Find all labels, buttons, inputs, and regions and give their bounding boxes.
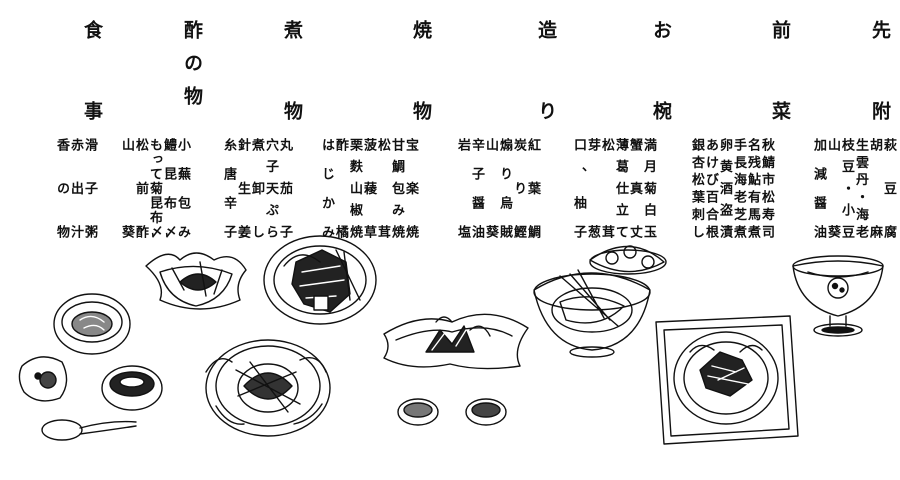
menu-item: 煽り烏賊	[497, 138, 512, 238]
menu-item: 煮卸し	[249, 138, 264, 238]
course-items-shokuji: 滑子粥 赤出汁 香の物	[54, 138, 97, 238]
course-title-sunomono: 酢の物	[181, 20, 203, 119]
menu-item: 松前酢	[133, 138, 148, 238]
menu-item: 赤出汁	[68, 138, 83, 238]
menu-item: 糸唐辛子	[221, 138, 236, 238]
menu-item: 秋鯖市松寿司	[759, 138, 774, 238]
menu-item: 岩塩	[455, 138, 470, 238]
zensai-tray-illustration	[656, 316, 798, 444]
menu-item: 胡麻	[867, 138, 882, 238]
menu-item: はじかみ	[319, 138, 334, 238]
menu-item: 薄葛仕立て	[613, 138, 628, 238]
menu-item: 香の物	[54, 138, 69, 238]
menu-item: 山葵	[119, 138, 134, 238]
menu-item: 穴子天ぷら	[263, 138, 278, 238]
menu-item: 蟹真丈	[627, 138, 642, 238]
menu-item: 山葵	[825, 138, 840, 238]
menu-item: 宝楽焼	[403, 138, 418, 238]
menu-item: 辛子醤油	[469, 138, 484, 238]
menu-item: 卵黄酒盗漬	[717, 138, 732, 238]
menu-item: 菠薐草	[361, 138, 376, 238]
menu-item: 生雲丹・海老	[853, 138, 868, 238]
menu-item: 小蕪包み	[175, 138, 190, 238]
menu-item: 銀杏松葉刺し	[689, 138, 704, 238]
menu-item: 鱧昆布〆	[161, 138, 176, 238]
menu-item: 松茸	[375, 138, 390, 238]
tsukuri-dish-illustration	[384, 314, 528, 425]
menu-item: 甘鯛包み焼	[389, 138, 404, 238]
course-title-shokuji: 食事	[81, 20, 103, 120]
menu-item: 枝豆・小豆	[839, 138, 854, 238]
menu-item: 炭り鰹	[511, 138, 526, 238]
menu-item: 松茸	[599, 138, 614, 238]
yakimono-plate-illustration	[264, 236, 376, 324]
sakizuke-glass-illustration	[793, 256, 883, 336]
course-items-sakizuke: 萩豆腐 胡麻 生雲丹・海老 枝豆・小豆 山葵 加減醤油	[811, 138, 896, 238]
menu-item: 萩豆腐	[881, 138, 896, 238]
menu-item: 針生姜	[235, 138, 250, 238]
course-title-sakizuke: 先附	[869, 20, 891, 120]
menu-item: 山葵	[483, 138, 498, 238]
course-title-tsukuri: 造り	[535, 20, 557, 120]
course-items-tsukuri: 紅葉鯛 炭り鰹 煽り烏賊 山葵 辛子醤油 岩塩	[455, 138, 540, 238]
menu-item: 加減醤油	[811, 138, 826, 238]
menu-item: 丸茄子	[277, 138, 292, 238]
menu-item: 満月菊白玉	[641, 138, 656, 238]
menu-item: 芽葱	[585, 138, 600, 238]
menu-item: 紅葉鯛	[525, 138, 540, 238]
menu-item: 名残鮎有馬煮	[745, 138, 760, 238]
course-items-nimono: 丸茄子 穴子天ぷら 煮卸し 針生姜 糸唐辛子	[221, 138, 292, 238]
menu-item: 酢橘	[333, 138, 348, 238]
course-title-owan: お椀	[650, 20, 672, 120]
course-title-nimono: 煮物	[281, 20, 303, 120]
menu-item: もって菊昆布〆	[147, 138, 162, 238]
owan-bowl-illustration	[534, 246, 666, 357]
course-items-owan: 満月菊白玉 蟹真丈 薄葛仕立て 松茸 芽葱 口、柚子	[571, 138, 656, 238]
shokuji-set-illustration	[19, 294, 162, 440]
course-title-yakimono: 焼物	[410, 20, 432, 120]
menu-item: 口、柚子	[571, 138, 586, 238]
course-items-yakimono: 宝楽焼 甘鯛包み焼 松茸 菠薐草 栗麩山椒焼 酢橘 はじかみ	[319, 138, 418, 238]
course-items-zensai: 秋鯖市松寿司 名残鮎有馬煮 手長海老芝煮 卵黄酒盗漬 あけび百合根 銀杏松葉刺し	[689, 138, 774, 238]
menu-item: 栗麩山椒焼	[347, 138, 362, 238]
course-title-zensai: 前菜	[769, 20, 791, 120]
nimono-bowl-illustration	[206, 340, 330, 436]
course-items-sunomono: 小蕪包み 鱧昆布〆 もって菊昆布〆 松前酢 山葵	[119, 138, 190, 238]
menu-item: 滑子粥	[82, 138, 97, 238]
menu-item: あけび百合根	[703, 138, 718, 238]
menu-item: 手長海老芝煮	[731, 138, 746, 238]
sunomono-bowl-illustration	[146, 253, 246, 309]
